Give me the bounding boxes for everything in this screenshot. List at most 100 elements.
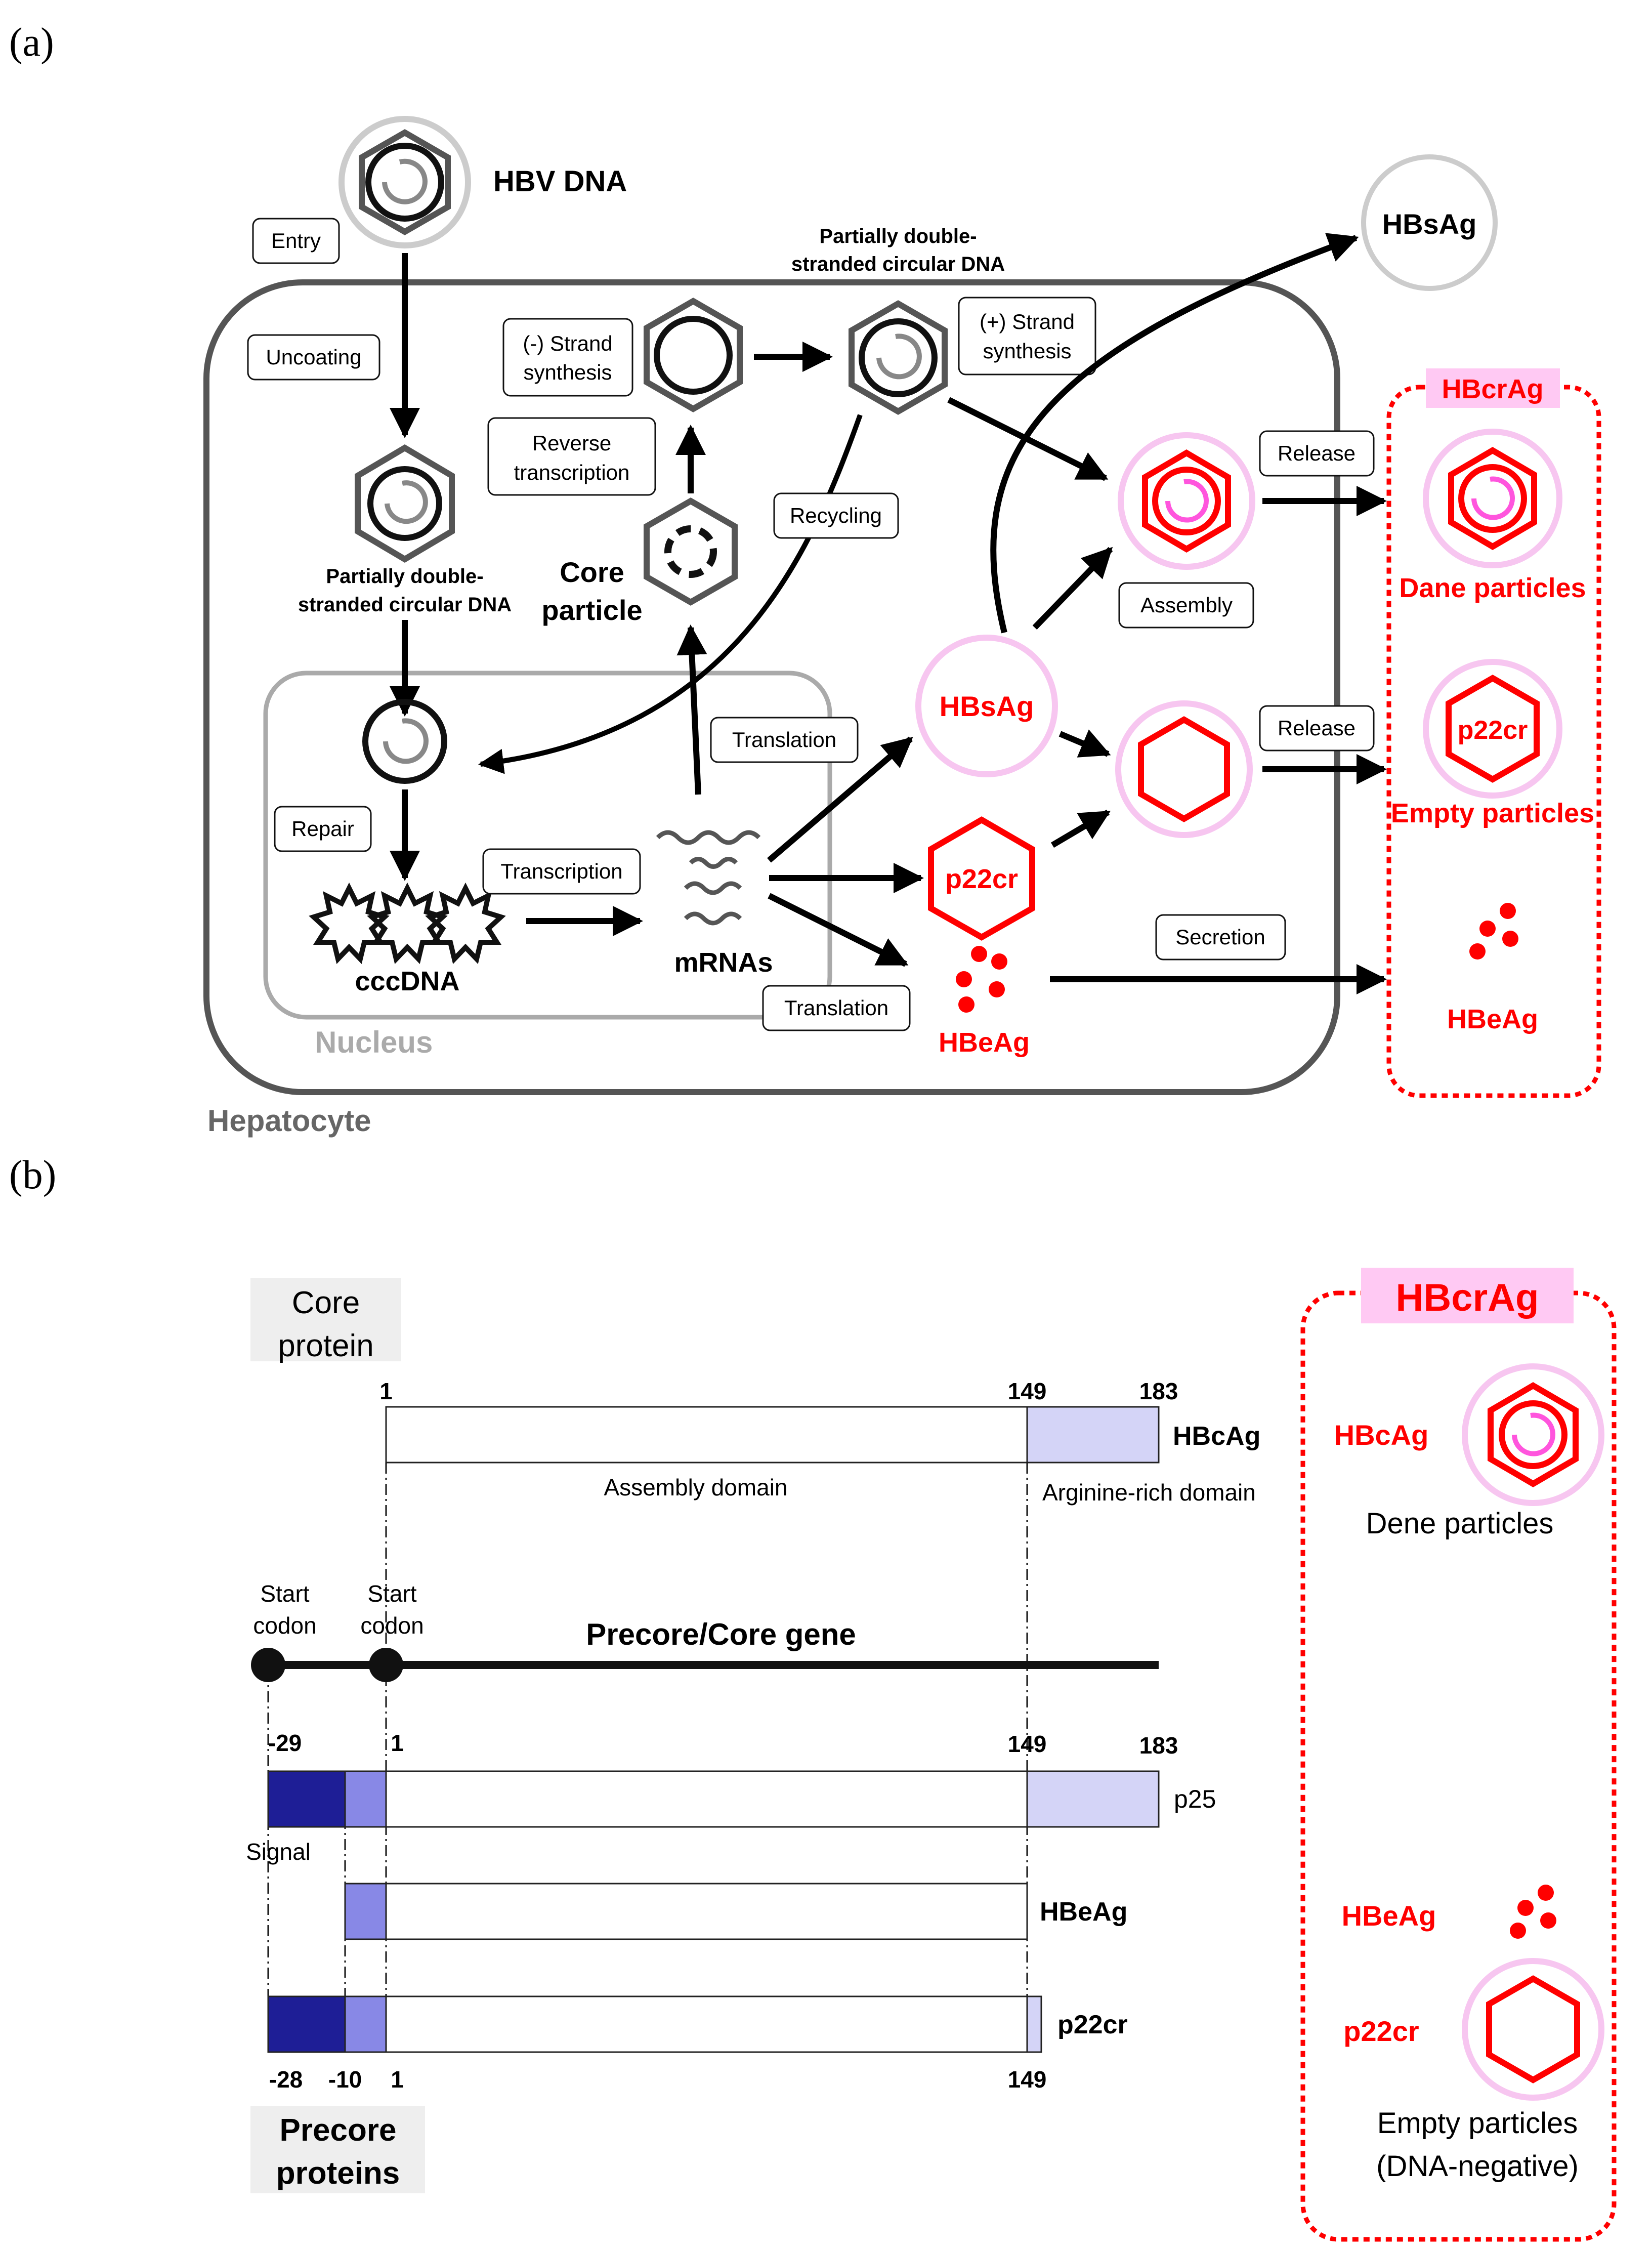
dene-particles-label: Dene particles <box>1366 1507 1554 1540</box>
p22cr-to-empty-arrow <box>1050 809 1111 848</box>
empty-particles-b-line2: (DNA-negative) <box>1376 2150 1579 2183</box>
cccdna-icon <box>309 882 506 965</box>
mrna-to-hbeag-arrow <box>768 893 909 967</box>
assembled-virion-icon <box>1118 432 1255 570</box>
box-p22cr-label: p22cr <box>1343 2015 1419 2047</box>
assembly-box <box>1118 582 1254 629</box>
hbcrag-title-a: HBcrAg <box>1442 374 1543 404</box>
empty-particle-box-icon <box>1423 659 1562 799</box>
partial-dsdna-top-line1: Partially double- <box>819 225 977 247</box>
p25-pos-1: 1 <box>391 1730 404 1756</box>
hbcrag-tag-b <box>1361 1268 1574 1323</box>
p25-pos-minus29: -29 <box>268 1730 302 1756</box>
panel-a-label: (a) <box>9 20 54 65</box>
translation-box-upper <box>710 717 859 763</box>
p22cr-pos-1: 1 <box>391 2066 404 2093</box>
hepatocyte-label: Hepatocyte <box>207 1104 371 1138</box>
p25-precore-segment <box>344 1770 387 1828</box>
hbsag-top-label: HBsAg <box>1382 208 1477 240</box>
p22cr-box-label: p22cr <box>1458 716 1528 745</box>
precore-proteins-line1: Precore <box>280 2113 397 2148</box>
p22cr-bar-label: p22cr <box>1057 2010 1128 2039</box>
p22cr-inner-label: p22cr <box>945 864 1018 894</box>
release-box-1 <box>1259 430 1375 477</box>
box-hbeag-label: HBeAg <box>1342 1900 1436 1932</box>
mrnas-icon <box>656 830 761 926</box>
p22cr-core-segment <box>385 1995 1028 2053</box>
minus-strand-box <box>502 318 633 397</box>
hbv-dna-label: HBV DNA <box>493 165 627 198</box>
start-codon-2-line1: Start <box>367 1580 416 1607</box>
p25-arginine-segment <box>1026 1770 1160 1828</box>
core-protein-tag <box>250 1278 401 1361</box>
p25-core-segment <box>385 1770 1028 1828</box>
precore-core-gene-label: Precore/Core gene <box>586 1617 856 1651</box>
secretion-label: Secretion <box>1175 925 1265 949</box>
assembly-domain-label: Assembly domain <box>604 1474 787 1500</box>
hbcrag-title-b: HBcrAg <box>1396 1276 1539 1319</box>
translation-label-lower: Translation <box>784 996 888 1020</box>
core-particle-label-line1: Core <box>560 556 624 588</box>
hbsag-secretion-arrow <box>990 233 1359 634</box>
uncoating-label: Uncoating <box>266 345 361 369</box>
hbeag-precore-segment <box>344 1883 387 1940</box>
minus-strand-line1: (-) Strand <box>523 331 612 355</box>
start-codon-1-line2: codon <box>253 1612 316 1639</box>
core-particle-icon <box>644 497 738 606</box>
release-label-2: Release <box>1278 716 1356 740</box>
hbcag-pos-183: 183 <box>1139 1378 1178 1404</box>
hbsag-to-assembly-arrow <box>1032 547 1113 630</box>
plus-strand-line1: (+) Strand <box>980 310 1075 333</box>
start-codon-1-dot <box>251 1648 285 1682</box>
p22cr-pos-149: 149 <box>1008 2066 1047 2093</box>
hbeag-inner-icon <box>956 946 1007 1013</box>
plus-strand-box <box>958 297 1096 376</box>
plus-strand-capsid-icon <box>849 300 948 415</box>
translation-label-upper: Translation <box>732 728 836 752</box>
dane-particle-icon <box>1423 429 1562 568</box>
dane-particles-label: Dane particles <box>1399 573 1586 603</box>
repair-box <box>274 806 372 852</box>
reverse-transcription-box <box>487 417 656 496</box>
signal-label: Signal <box>246 1839 311 1865</box>
uncoating-box <box>247 334 380 381</box>
precore-proteins-tag <box>250 2106 425 2193</box>
hbsag-to-empty-arrow <box>1058 729 1111 758</box>
dene-particle-icon <box>1462 1363 1604 1506</box>
transcription-box <box>482 848 641 895</box>
empty-particles-b-line1: Empty particles <box>1377 2107 1578 2140</box>
recycling-arrow <box>478 414 863 774</box>
recycling-box <box>773 492 899 539</box>
translation-to-core-arrow <box>676 624 707 795</box>
release-box-2 <box>1259 705 1375 752</box>
hbeag-inner-label: HBeAg <box>939 1027 1030 1058</box>
repair-label: Repair <box>291 817 354 841</box>
p22cr-inner-icon <box>928 816 1035 941</box>
transcription-label: Transcription <box>500 859 622 883</box>
hbeag-box-icon <box>1469 903 1518 960</box>
p25-pos-149: 149 <box>1008 1731 1047 1757</box>
p25-label: p25 <box>1174 1785 1216 1813</box>
entry-label: Entry <box>271 229 321 253</box>
p22cr-tail-segment <box>1026 1995 1042 2053</box>
release-label-1: Release <box>1278 441 1356 465</box>
core-particle-label-line2: particle <box>541 594 642 626</box>
reverse-transcription-line1: Reverse <box>532 431 611 455</box>
minus-strand-line2: synthesis <box>523 360 612 384</box>
recycling-label: Recycling <box>790 504 882 527</box>
rcdna-circle-icon <box>362 699 447 784</box>
hbcag-pos-149: 149 <box>1008 1378 1047 1404</box>
precore-proteins-line2: proteins <box>276 2156 400 2191</box>
p25-pos-183: 183 <box>1139 1732 1178 1759</box>
core-protein-line1: Core <box>292 1285 360 1320</box>
partial-dsdna-capsid-icon <box>355 444 455 563</box>
hbv-virion-icon <box>338 116 471 248</box>
hbeag-box-label: HBeAg <box>1447 1004 1538 1034</box>
p22cr-signal-segment <box>267 1995 346 2053</box>
p22cr-pos-minus10: -10 <box>328 2066 362 2093</box>
hbcag-assembly-segment <box>385 1406 1028 1464</box>
p22cr-pos-minus28: -28 <box>269 2066 303 2093</box>
empty-particles-label: Empty particles <box>1391 798 1594 828</box>
